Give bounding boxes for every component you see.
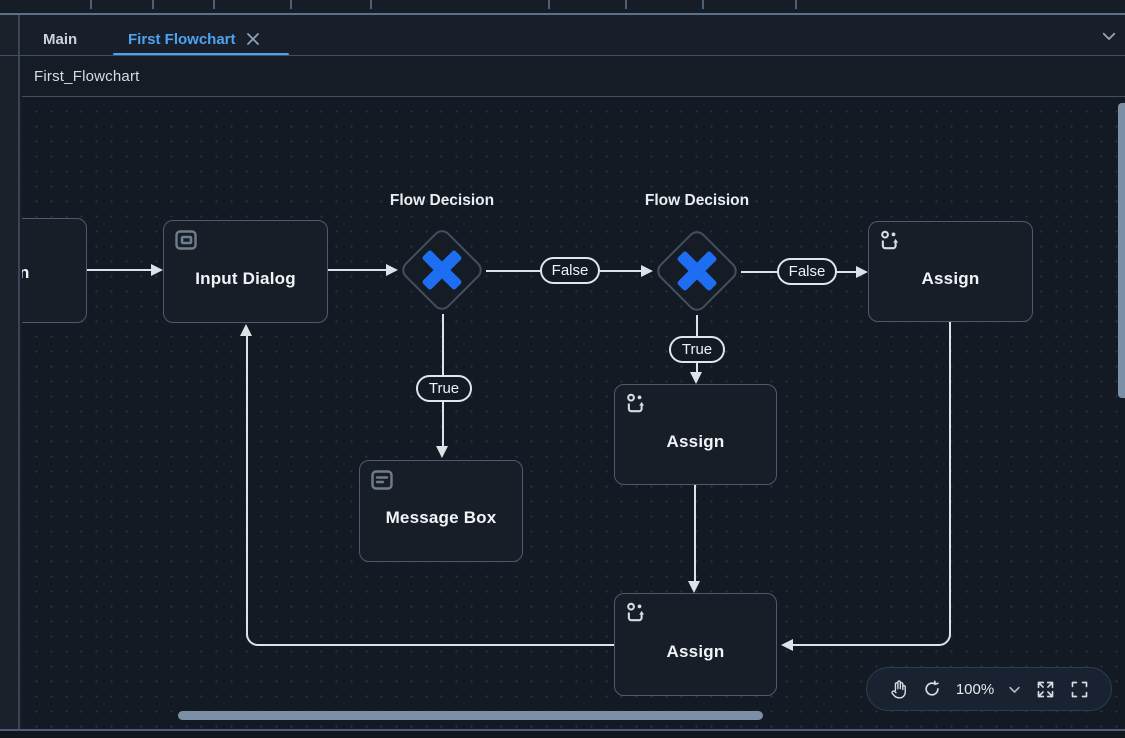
zoom-select-chevron-icon[interactable] [1007, 682, 1022, 697]
arrowhead-into-input-dialog-bottom [240, 324, 252, 336]
arrowhead-into-assign-bottom [688, 581, 700, 593]
vertical-scrollbar[interactable] [1118, 103, 1125, 398]
node-assign-middle[interactable]: Assign [614, 384, 777, 485]
arrowhead-into-assign-bottom-right [781, 639, 793, 651]
assign-icon [625, 602, 649, 624]
node-label: Assign [921, 268, 980, 288]
node-assign-bottom[interactable]: Assign [614, 593, 777, 696]
toolbar-separator [795, 0, 797, 9]
edge-input-dialog-to-decision1 [328, 269, 386, 271]
node-flow-decision-2[interactable] [653, 227, 741, 315]
tab-main[interactable]: Main [33, 21, 87, 57]
toolbar-separator [90, 0, 92, 9]
toolbar-separator [625, 0, 627, 9]
edge-assign-middle-to-assign-bottom [694, 485, 696, 581]
zoom-level-value[interactable]: 100% [955, 680, 995, 698]
node-input-dialog[interactable]: Input Dialog [163, 220, 328, 323]
node-message-box[interactable]: Message Box [359, 460, 523, 562]
chevron-down-icon[interactable] [1099, 27, 1119, 45]
arrowhead-into-message-box [436, 446, 448, 458]
node-label: Message Box [385, 508, 497, 527]
arrowhead-into-decision1 [386, 264, 398, 276]
edge-label-true-2[interactable]: True [669, 336, 725, 363]
toolbar-separator [548, 0, 550, 9]
arrowhead-into-decision2 [641, 265, 653, 277]
left-rail [0, 15, 20, 730]
tab-first-flowchart[interactable]: First Flowchart [118, 21, 270, 57]
edge-into-input-dialog [87, 269, 151, 271]
edge-label-false-1[interactable]: False [540, 257, 600, 284]
node-assign-top-right[interactable]: Assign [868, 221, 1033, 322]
horizontal-scrollbar[interactable] [178, 711, 763, 720]
tab-row-border [0, 55, 1125, 56]
arrowhead-into-input-dialog [151, 264, 163, 276]
toolbar-separator [290, 0, 292, 9]
document-tab-bar: Main First Flowchart [22, 15, 1125, 56]
message-box-icon [370, 469, 394, 491]
tab-first-flowchart-label: First Flowchart [128, 30, 236, 48]
edge-assign-top-right-to-assign-bottom [793, 322, 951, 646]
node-flow-decision-1[interactable] [398, 226, 486, 314]
decision2-label: Flow Decision [644, 192, 750, 209]
toolbar-separator [702, 0, 704, 9]
toolbar-separator [213, 0, 215, 9]
toolbar-separator [152, 0, 154, 9]
tab-main-label: Main [43, 30, 78, 48]
decision1-label: Flow Decision [389, 192, 495, 209]
bottom-strip [0, 731, 1125, 738]
bottom-divider [0, 729, 1125, 731]
pan-hand-icon[interactable] [888, 679, 909, 700]
input-dialog-icon [174, 229, 198, 251]
top-divider [0, 13, 1125, 15]
arrowhead-into-assign-middle [690, 372, 702, 384]
toolbar-separator [370, 0, 372, 9]
edge-assign-bottom-loop-to-input-dialog [246, 336, 614, 646]
node-label: Assign [666, 641, 725, 661]
assign-icon [625, 393, 649, 415]
assign-icon [879, 230, 903, 252]
close-tab-icon[interactable] [246, 32, 260, 46]
partial-node-label: n [22, 263, 30, 282]
canvas-control-bar: 100% [866, 667, 1112, 711]
breadcrumb-bar: First_Flowchart [22, 57, 1125, 97]
fit-to-screen-icon[interactable] [1035, 679, 1056, 700]
edge-label-false-2[interactable]: False [777, 258, 837, 285]
arrowhead-into-assign-top-right [856, 266, 868, 278]
node-label: Input Dialog [195, 268, 296, 288]
reset-zoom-icon[interactable] [922, 679, 943, 700]
edge-label-true-1[interactable]: True [416, 375, 472, 402]
node-label: Assign [666, 431, 725, 451]
fullscreen-icon[interactable] [1069, 679, 1090, 700]
active-tab-underline [113, 53, 289, 56]
flowchart-canvas[interactable]: n Input Dialog Flow Decision Flow Decisi… [22, 98, 1125, 729]
breadcrumb[interactable]: First_Flowchart [34, 68, 140, 85]
partial-node[interactable]: n [22, 218, 87, 323]
